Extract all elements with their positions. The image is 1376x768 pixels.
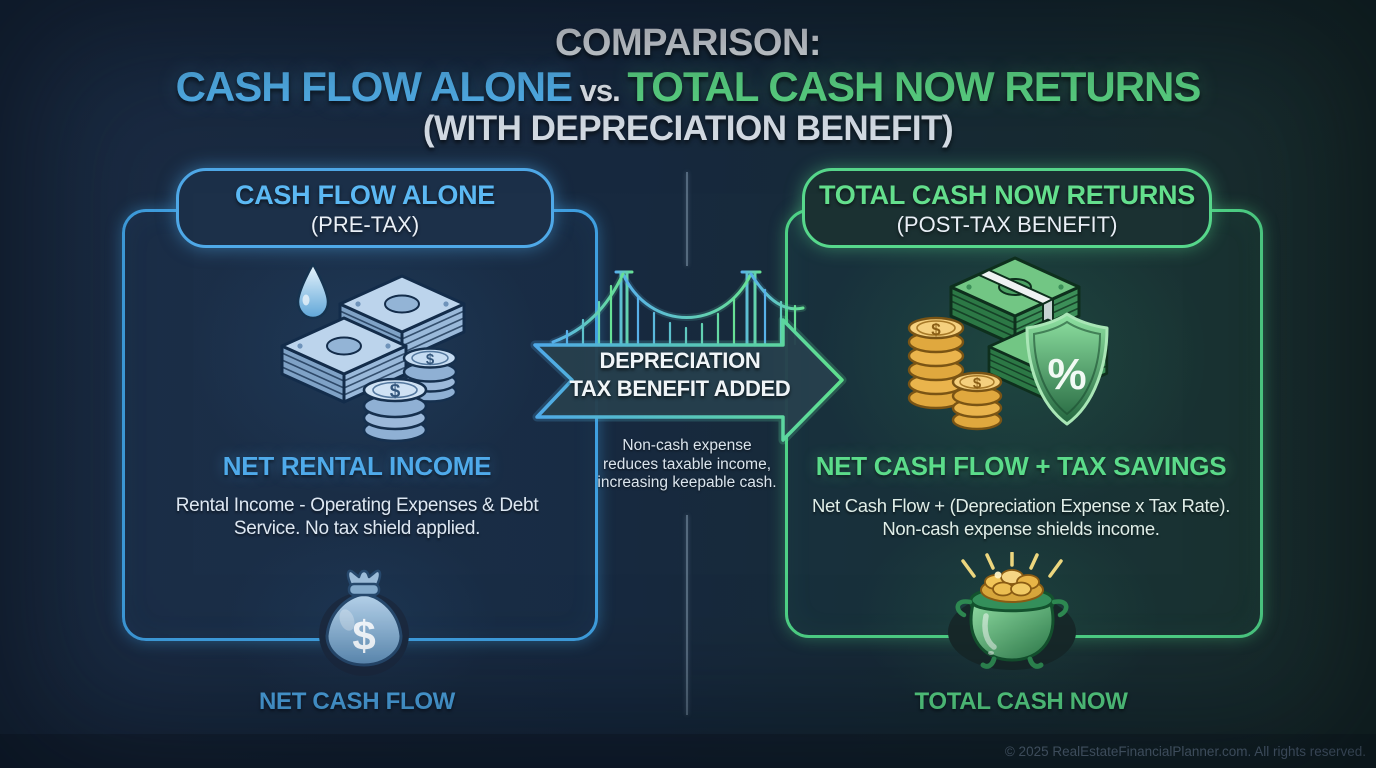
right-description: Net Cash Flow + (Depreciation Expense x … <box>785 494 1257 540</box>
svg-text:$: $ <box>931 320 941 339</box>
main-title-cash-flow-alone: CASH FLOW ALONE <box>175 63 573 110</box>
arrow-label-line1: DEPRECIATION <box>599 348 761 373</box>
left-description: Rental Income - Operating Expenses & Deb… <box>122 494 592 540</box>
main-title-total-cash-now: TOTAL CASH NOW RETURNS <box>627 63 1201 110</box>
svg-text:$: $ <box>390 381 401 402</box>
bottom-band <box>0 734 1376 768</box>
right-description-line2: Non-cash expense shields income. <box>882 518 1160 539</box>
right-description-line1: Net Cash Flow + (Depreciation Expense x … <box>811 495 1231 516</box>
arrow-label: DEPRECIATION TAX BENEFIT ADDED <box>550 347 810 403</box>
center-divider-top <box>686 172 688 266</box>
svg-text:$: $ <box>426 351 435 368</box>
main-title-line1: COMPARISON: <box>554 22 822 64</box>
depreciation-note: Non-cash expense reduces taxable income,… <box>572 437 802 493</box>
svg-text:$: $ <box>352 612 375 659</box>
arrow-label-line2: TAX BENEFIT ADDED <box>569 376 791 401</box>
pot-of-gold-icon <box>948 552 1076 670</box>
right-panel-header: TOTAL CASH NOW RETURNS (POST-TAX BENEFIT… <box>802 168 1212 248</box>
main-title-line2: CASH FLOW ALONE vs. TOTAL CASH NOW RETUR… <box>0 63 1376 111</box>
svg-text:$: $ <box>973 375 982 392</box>
note-line2: reduces taxable income, <box>602 455 771 473</box>
svg-text:%: % <box>1047 350 1086 399</box>
left-panel-header-subtitle: (PRE-TAX) <box>310 212 420 237</box>
suspension-bridge-icon <box>549 270 807 348</box>
right-arrow-shape <box>530 315 847 445</box>
right-panel-header-subtitle: (POST-TAX BENEFIT) <box>896 212 1118 237</box>
right-panel-header-title: TOTAL CASH NOW RETURNS <box>819 180 1195 210</box>
left-footer-label: NET CASH FLOW <box>258 688 456 715</box>
left-panel-header: CASH FLOW ALONE (PRE-TAX) <box>176 168 554 248</box>
left-description-line1: Rental Income - Operating Expenses & Deb… <box>175 495 539 516</box>
note-line1: Non-cash expense <box>622 437 752 454</box>
left-panel-outline <box>122 209 598 641</box>
left-panel-header-title: CASH FLOW ALONE <box>235 180 495 210</box>
left-section-title: NET RENTAL INCOME <box>222 451 492 481</box>
right-footer-label: TOTAL CASH NOW <box>914 688 1128 715</box>
right-section-title: NET CASH FLOW + TAX SAVINGS <box>815 451 1227 481</box>
copyright-text: © 2025 RealEstateFinancialPlanner.com. A… <box>1004 744 1366 759</box>
cash-stacks-water-drop-coins-icon: $ $ <box>280 261 466 443</box>
center-divider-bottom <box>686 515 688 715</box>
main-title-vs: vs. <box>572 73 628 108</box>
main-title-line3: (WITH DEPRECIATION BENEFIT) <box>422 109 954 148</box>
money-bag-icon: $ <box>319 569 409 676</box>
green-cash-gold-coins-percent-shield-icon: $ $ % <box>907 256 1109 431</box>
left-description-line2: Service. No tax shield applied. <box>233 518 481 539</box>
note-line3: increasing keepable cash. <box>597 474 777 491</box>
